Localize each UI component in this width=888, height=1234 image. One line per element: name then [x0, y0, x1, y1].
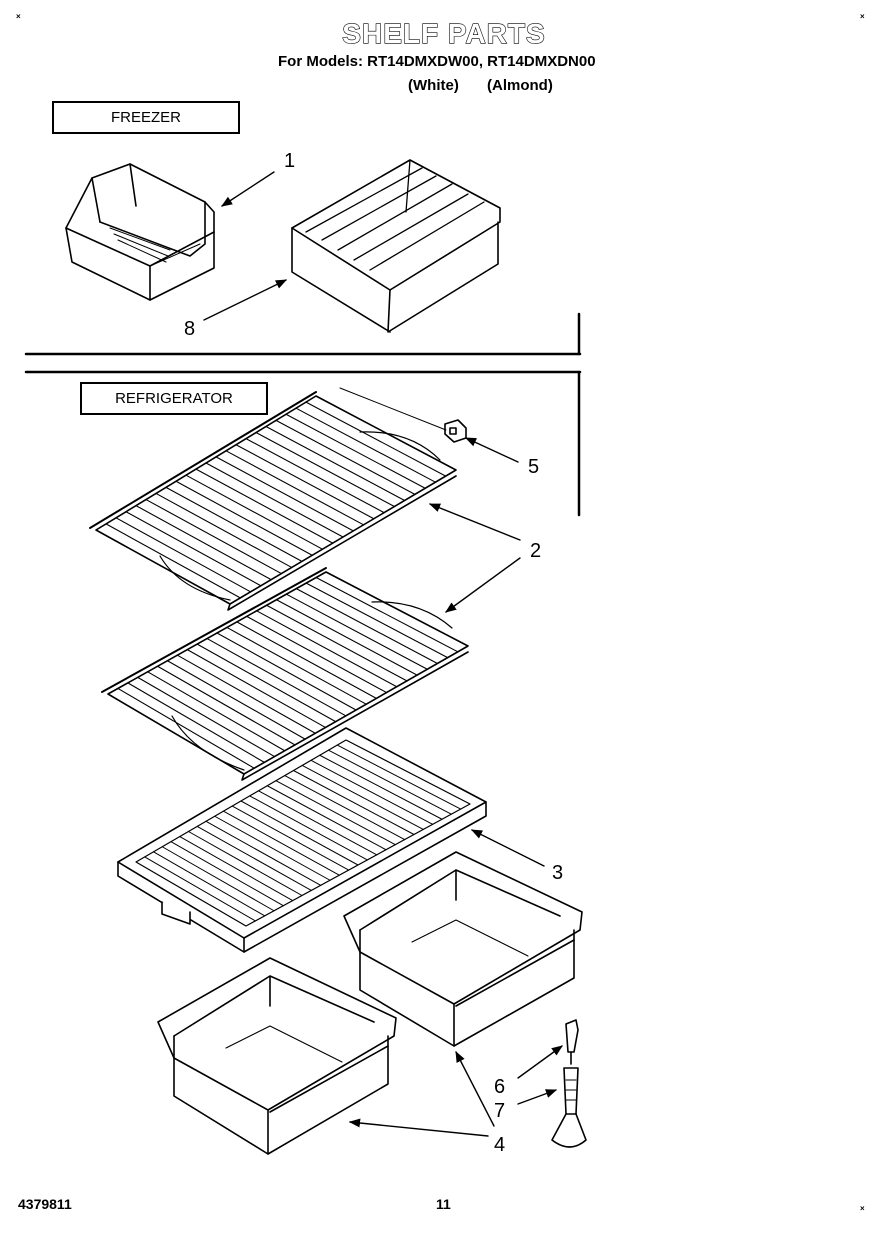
- callout-leaders: [203, 171, 563, 1137]
- doc-number: 4379811: [18, 1196, 72, 1212]
- variant-white: (White): [408, 77, 459, 94]
- crisper-pan-right: [343, 851, 583, 1047]
- callout-5: 5: [528, 456, 540, 478]
- callout-1: 1: [284, 150, 296, 172]
- models-line: For Models: RT14DMXDW00, RT14DMXDN00: [278, 53, 596, 70]
- variant-almond: (Almond): [487, 77, 553, 94]
- shelf-bracket: [339, 387, 467, 443]
- crisper-cover: [117, 727, 487, 953]
- callout-3: 3: [552, 862, 564, 884]
- crisper-pan-left: [157, 957, 397, 1155]
- corner-mark-bottom-right: ×: [860, 1204, 865, 1213]
- section-frames: [24, 312, 582, 517]
- freezer-basket: [65, 163, 215, 301]
- wire-shelf-upper: [89, 391, 457, 611]
- corner-mark-top-right: ×: [860, 12, 865, 21]
- freezer-section-label: FREEZER: [52, 101, 240, 134]
- refrigerator-section-label: REFRIGERATOR: [80, 382, 268, 415]
- wire-shelf-lower: [101, 567, 469, 781]
- callout-7: 7: [494, 1100, 506, 1122]
- page-number: 11: [436, 1196, 451, 1212]
- callout-6: 6: [494, 1076, 506, 1098]
- callout-4: 4: [494, 1134, 506, 1156]
- leveling-leg: [551, 1019, 587, 1148]
- callout-8: 8: [184, 318, 196, 340]
- corner-mark-top-left: ×: [16, 12, 21, 21]
- page-title: SHELF PARTS: [342, 17, 546, 49]
- freezer-wire-shelf: [291, 159, 501, 333]
- callout-2: 2: [530, 540, 542, 562]
